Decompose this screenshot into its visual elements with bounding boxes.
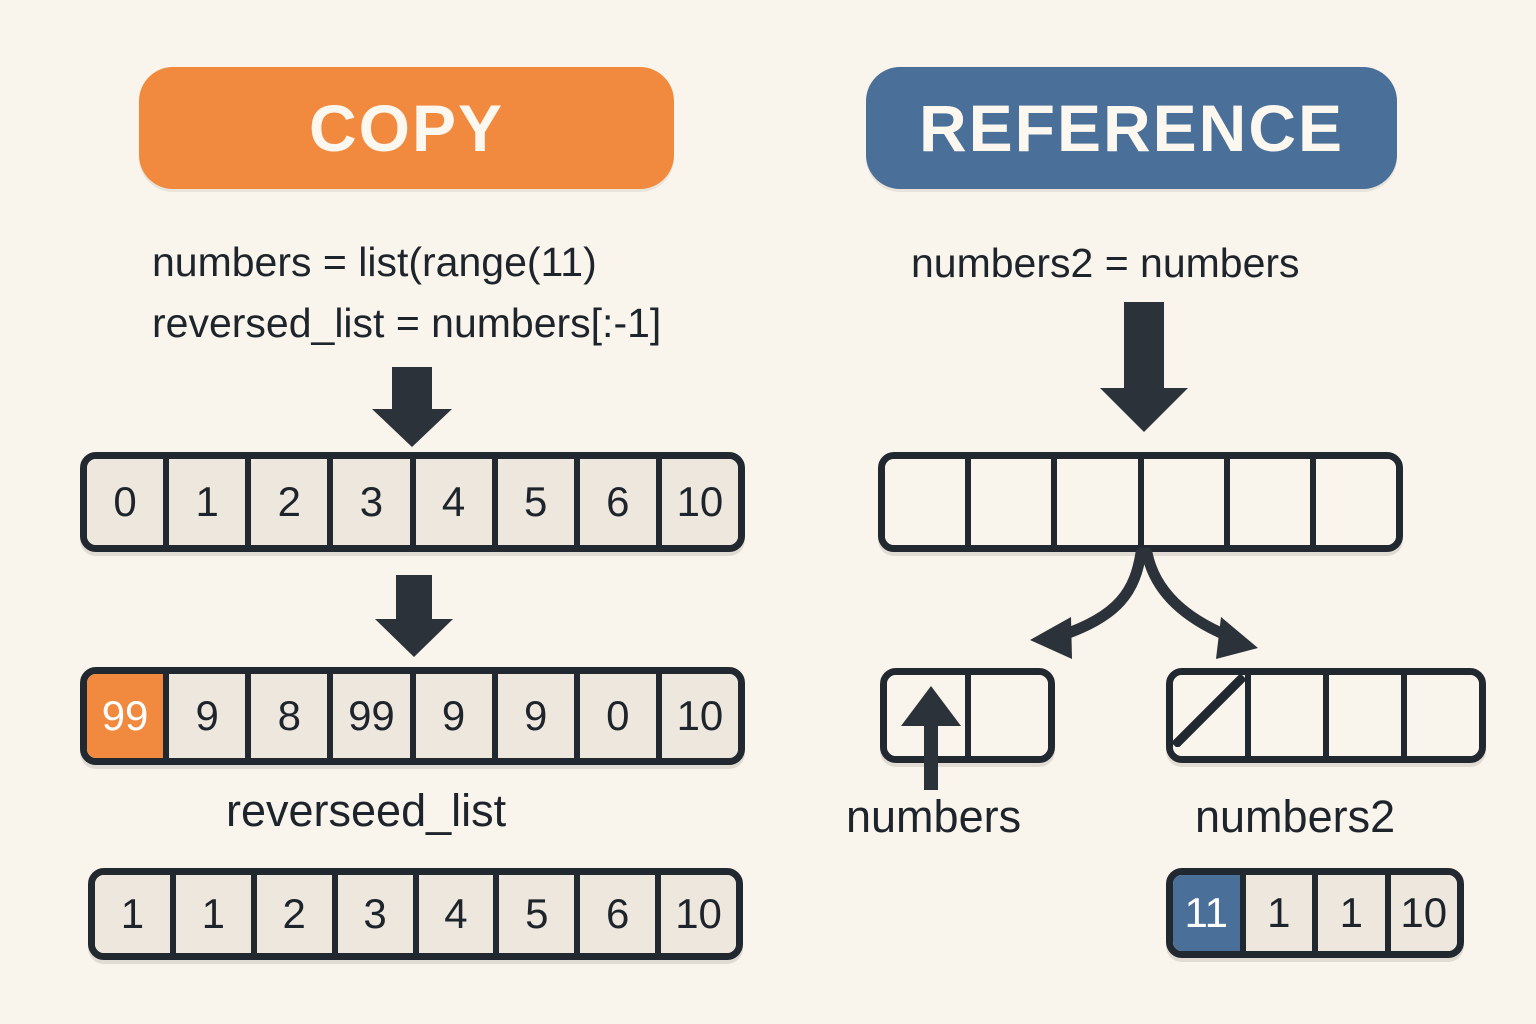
caption-numbers2: numbers2 — [1195, 791, 1396, 842]
array-cell: 99 — [87, 674, 170, 758]
array-cell: 9 — [497, 674, 580, 758]
array-cell: 1 — [1245, 875, 1318, 951]
array-cell — [1143, 459, 1230, 545]
arrow-copy-code-to-numbers-icon — [372, 367, 452, 447]
array-cell: 6 — [580, 875, 662, 953]
array-cell — [1173, 675, 1251, 756]
array-cell: 1 — [95, 875, 176, 953]
array-cell: 6 — [579, 459, 662, 545]
code-line-reversed-assign: reversed_list = numbers[:-1] — [152, 300, 662, 346]
diagonal-slash-icon — [1173, 675, 1245, 747]
array-numbers2-reference — [1166, 668, 1486, 763]
array-cell — [971, 459, 1058, 545]
array-cell — [1229, 459, 1316, 545]
array-cell — [1251, 675, 1329, 756]
array-cell: 0 — [87, 459, 170, 545]
array-cell: 4 — [418, 875, 500, 953]
array-cell: 9 — [415, 674, 498, 758]
arrow-numbers-to-reversed-icon — [375, 575, 453, 657]
caption-numbers: numbers — [846, 791, 1022, 842]
array-cell: 10 — [661, 674, 738, 758]
array-cell — [970, 675, 1048, 756]
array-cell: 11 — [1173, 875, 1246, 951]
array-cell: 2 — [251, 459, 334, 545]
array-cell: 3 — [333, 459, 416, 545]
code-line-numbers2-assign: numbers2 = numbers — [911, 240, 1300, 286]
array-cell: 10 — [661, 875, 736, 953]
array-cell: 99 — [333, 674, 416, 758]
array-cell: 5 — [497, 459, 580, 545]
array-cell — [1407, 675, 1479, 756]
array-cell: 0 — [579, 674, 662, 758]
badge-reference: REFERENCE — [866, 67, 1397, 189]
array-cell — [1329, 675, 1407, 756]
array-cell: 1 — [169, 459, 252, 545]
caption-reversed-list: reverseed_list — [226, 785, 507, 836]
arrow-ref-code-to-shared-icon — [1100, 302, 1188, 432]
array-cell: 4 — [415, 459, 498, 545]
array-numbers-reference — [880, 668, 1055, 763]
array-cell — [1057, 459, 1144, 545]
arrow-shared-to-numbers-icon — [1030, 547, 1147, 659]
array-cell: 1 — [1318, 875, 1391, 951]
array-shared-reference — [878, 452, 1403, 552]
arrow-shared-to-numbers2-icon — [1141, 547, 1258, 659]
array-cell: 1 — [175, 875, 257, 953]
array-cell — [885, 459, 972, 545]
array-cell — [887, 675, 971, 756]
array-cell: 10 — [1390, 875, 1457, 951]
code-line-numbers-assign: numbers = list(range(11) — [152, 239, 597, 285]
array-cell: 8 — [251, 674, 334, 758]
array-cell: 9 — [169, 674, 252, 758]
array-cell: 2 — [256, 875, 338, 953]
array-cell: 3 — [337, 875, 419, 953]
array-cell: 5 — [499, 875, 581, 953]
badge-copy: COPY — [139, 67, 674, 189]
array-cell — [1315, 459, 1396, 545]
array-cell: 10 — [661, 459, 738, 545]
